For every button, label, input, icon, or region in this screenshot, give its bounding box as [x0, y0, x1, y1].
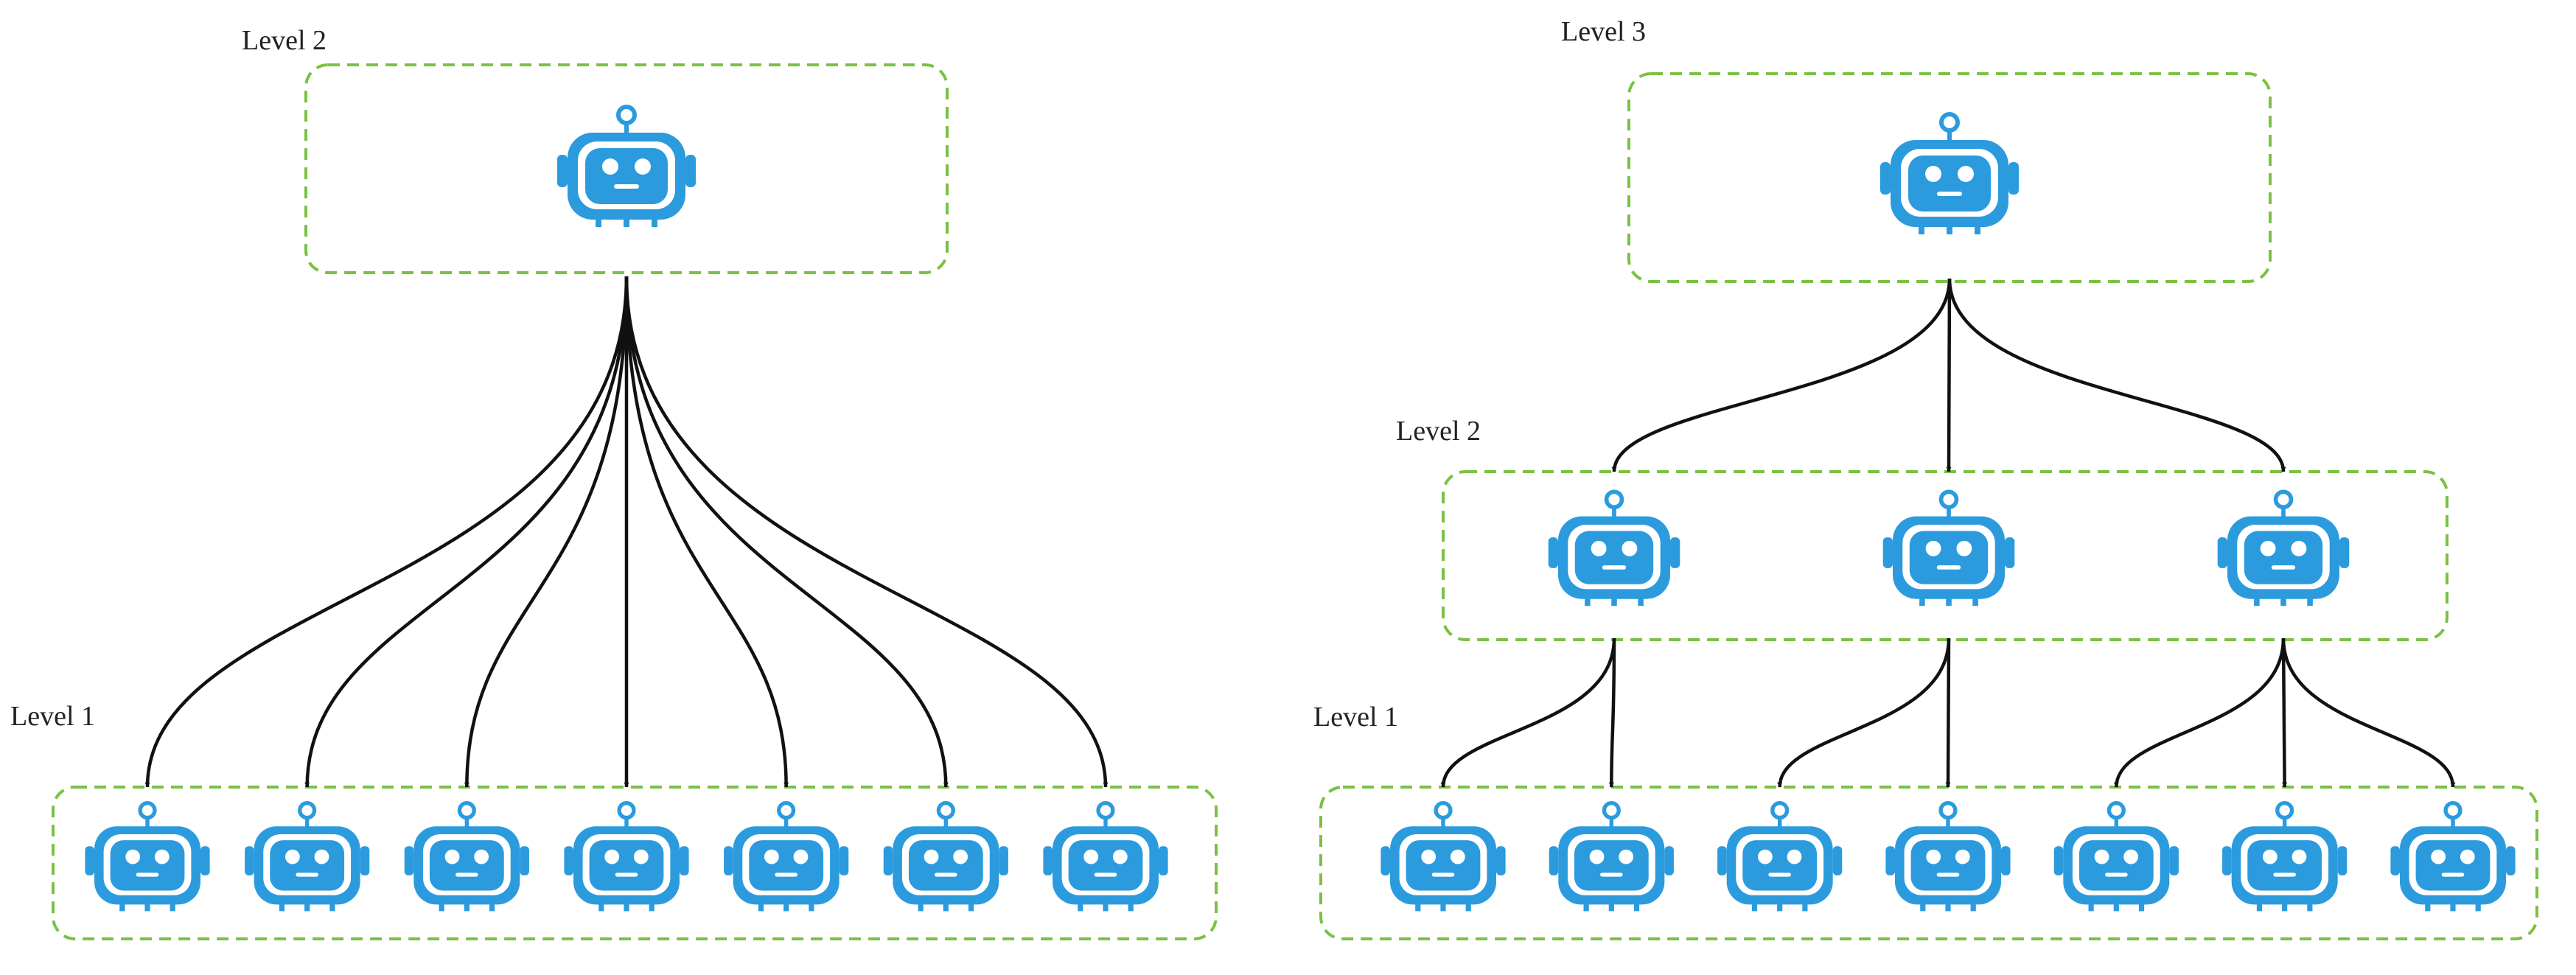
right-level-3-label: Level 3: [1561, 16, 1647, 47]
left-level-1-robot-icon-1: [85, 803, 209, 912]
right-bottom-arrow-6: [2281, 637, 2288, 788]
left-level-2-group: [304, 63, 949, 274]
right-level-2-label: Level 2: [1396, 416, 1481, 447]
agents-layer: [85, 107, 2515, 911]
left-arrow-6: [624, 276, 949, 788]
right-bottom-arrow-2: [1608, 637, 1616, 788]
left-level-2-label: Level 2: [242, 25, 327, 56]
right-level-1-robot-icon-6: [2222, 803, 2347, 912]
left-level-1-group: [52, 786, 1218, 940]
right-level-3-group: [1627, 72, 2272, 283]
left-level-1-robot-icon-5: [724, 803, 848, 912]
right-top-arrow-2: [1946, 278, 1952, 472]
left-level-1-robot-icon-7: [1043, 803, 1167, 912]
right-bottom-arrow-7: [2281, 637, 2456, 788]
left-level-1-label: Level 1: [10, 701, 96, 732]
right-level-1-robot-icon-5: [2054, 803, 2179, 912]
left-level-1-robot-icon-2: [245, 803, 369, 912]
right-bottom-arrow-5: [2113, 637, 2286, 788]
left-level-1-robot-icon-4: [564, 803, 688, 912]
left-arrow-3: [464, 276, 629, 788]
left-arrow-2: [304, 276, 629, 788]
right-level-1-robot-icon-3: [1717, 803, 1842, 912]
right-level-2-robot-icon-3: [2218, 492, 2350, 606]
right-level-1-label: Level 1: [1313, 702, 1399, 733]
right-level-1-robot-icon-4: [1885, 803, 2010, 912]
right-level-1-robot-icon-1: [1381, 803, 1505, 912]
right-top-arrow-1: [1611, 278, 1952, 472]
right-level-2-group: [1442, 470, 2448, 641]
right-level-3-robot-icon: [1880, 114, 2019, 234]
left-arrow-5: [624, 276, 789, 788]
left-level-1-robot-icon-3: [405, 803, 529, 912]
left-arrow-7: [624, 276, 1109, 788]
right-level-1-robot-icon-2: [1549, 803, 1674, 912]
right-level-1-group: [1319, 786, 2538, 940]
groups-layer: [52, 63, 2538, 940]
right-level-2-robot-icon-1: [1549, 492, 1680, 606]
left-arrow-1: [144, 276, 629, 788]
right-bottom-arrow-1: [1440, 637, 1616, 788]
right-bottom-arrow-3: [1777, 637, 1951, 788]
right-level-2-robot-icon-2: [1883, 492, 2015, 606]
right-bottom-arrow-4: [1945, 637, 1951, 788]
right-top-arrow-3: [1947, 278, 2286, 472]
left-level-2-robot-icon: [557, 107, 696, 227]
arrows-layer: [144, 276, 2456, 788]
right-level-1-robot-icon-7: [2390, 803, 2515, 912]
left-level-1-robot-icon-6: [884, 803, 1008, 912]
